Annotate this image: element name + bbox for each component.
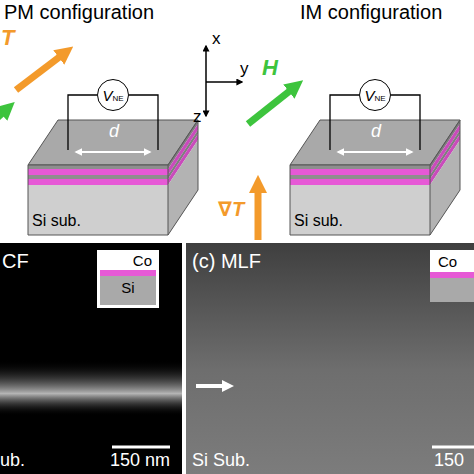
field-arrow [0,108,8,126]
axis-label: x [212,30,221,49]
field-arrow [248,86,296,124]
layer-label: Co [100,252,156,270]
tem-image [186,243,474,474]
wire [391,95,420,150]
substrate-label: ub. [0,451,25,471]
scale-bar [432,446,474,449]
wire [68,95,97,150]
distance-label: d [371,122,381,142]
sample-slab: Si sub. [290,150,460,235]
gradient-label: T [1,26,14,50]
axis-arrow [205,46,207,82]
field-label: H [262,56,278,80]
scale-label: 150 [434,451,464,471]
tem-image [0,243,182,474]
axis-label: z [193,108,202,127]
substrate-label: Si sub. [32,212,81,230]
substrate-label: Si Sub. [192,451,250,471]
pointer-arrow [196,384,228,388]
voltage-symbol: V [364,88,374,103]
voltage-symbol: V [102,88,112,103]
layer-inset: CoSi [97,250,159,308]
gradient-arrow [255,184,262,240]
voltage-subscript: NE [374,95,385,103]
scale-label: 150 nm [110,451,170,471]
panel-label: CF [2,250,29,272]
panel-title: PM configuration [4,1,154,23]
voltmeter-symbol: VNE [97,79,129,111]
voltage-subscript: NE [112,95,123,103]
substrate-label: Si sub. [294,212,343,230]
voltmeter-symbol: VNE [359,79,391,111]
gradient-label: ∇T [218,198,244,220]
layer-label: Co [430,250,474,278]
multilayer-slab [28,120,198,235]
gradient-arrow [16,52,66,90]
axis-label: y [240,60,249,79]
multilayer-slab [290,120,460,235]
distance-label: d [109,122,119,142]
film-band [0,360,182,416]
panel-label: (c) MLF [192,250,261,272]
layer-label: Si [100,270,156,305]
axis-arrow [206,81,242,83]
panel-title: IM configuration [300,1,442,23]
layer-inset: Co [430,250,474,302]
sample-slab: Si sub. [28,150,198,235]
scale-bar [112,446,170,449]
axis-arrow [205,82,207,116]
wire [129,95,158,150]
wire [330,95,359,150]
